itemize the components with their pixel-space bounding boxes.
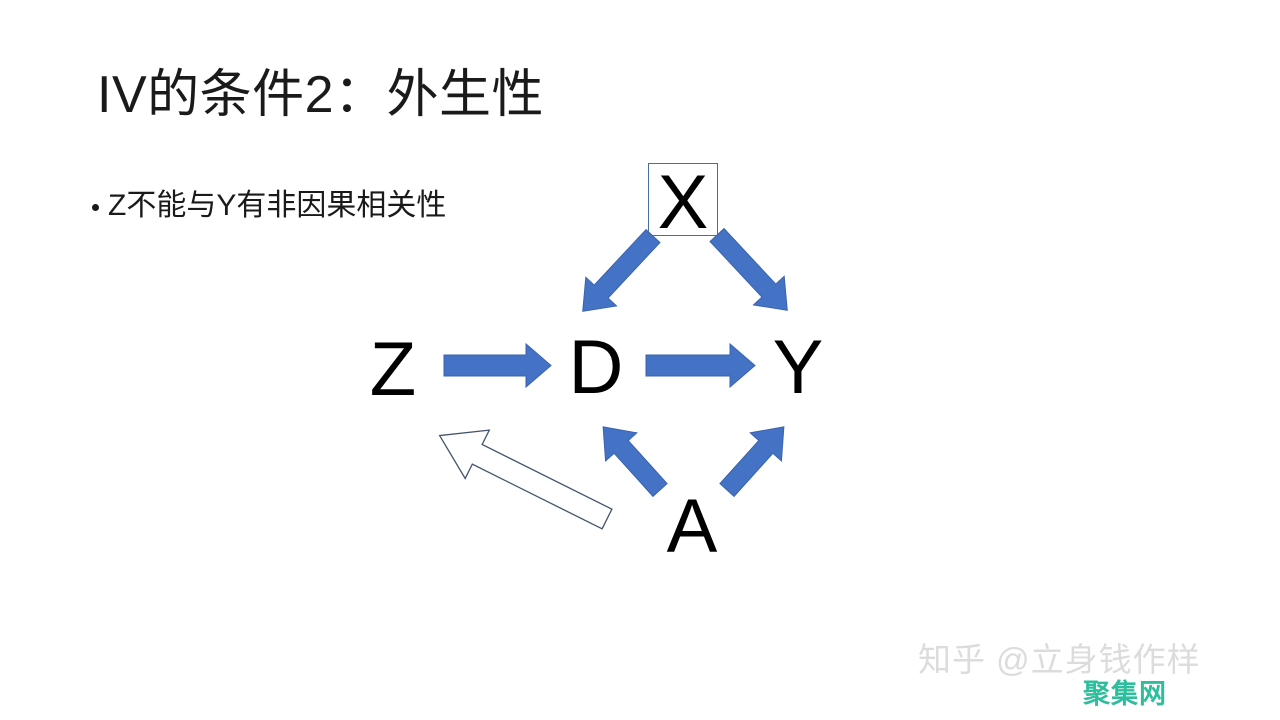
node-label-z: Z <box>369 327 417 412</box>
node-label-d: D <box>568 325 624 410</box>
edge-x-to-y <box>709 227 788 311</box>
edge-d-to-y <box>645 342 756 389</box>
watermark-brand-text: 聚集网 <box>1083 679 1167 709</box>
edge-x-to-d <box>582 228 661 312</box>
edge-a-to-z-hollow <box>438 429 613 530</box>
node-x-box <box>648 163 718 236</box>
node-label-x: X <box>657 160 709 245</box>
edge-a-to-y <box>719 426 785 498</box>
bullet-marker-icon <box>92 203 99 211</box>
bullet-list-item: Z不能与Y有非因果相关性 <box>92 187 446 225</box>
edge-a-to-d <box>602 426 668 498</box>
bullet-item-label: Z不能与Y有非因果相关性 <box>108 189 447 222</box>
watermark-text: 知乎 @立身钱作样 <box>918 641 1201 678</box>
page-title: IV的条件2：外生性 <box>97 66 545 124</box>
edge-z-to-d <box>443 342 552 389</box>
node-label-y: Y <box>772 325 824 410</box>
node-label-a: A <box>666 484 718 569</box>
